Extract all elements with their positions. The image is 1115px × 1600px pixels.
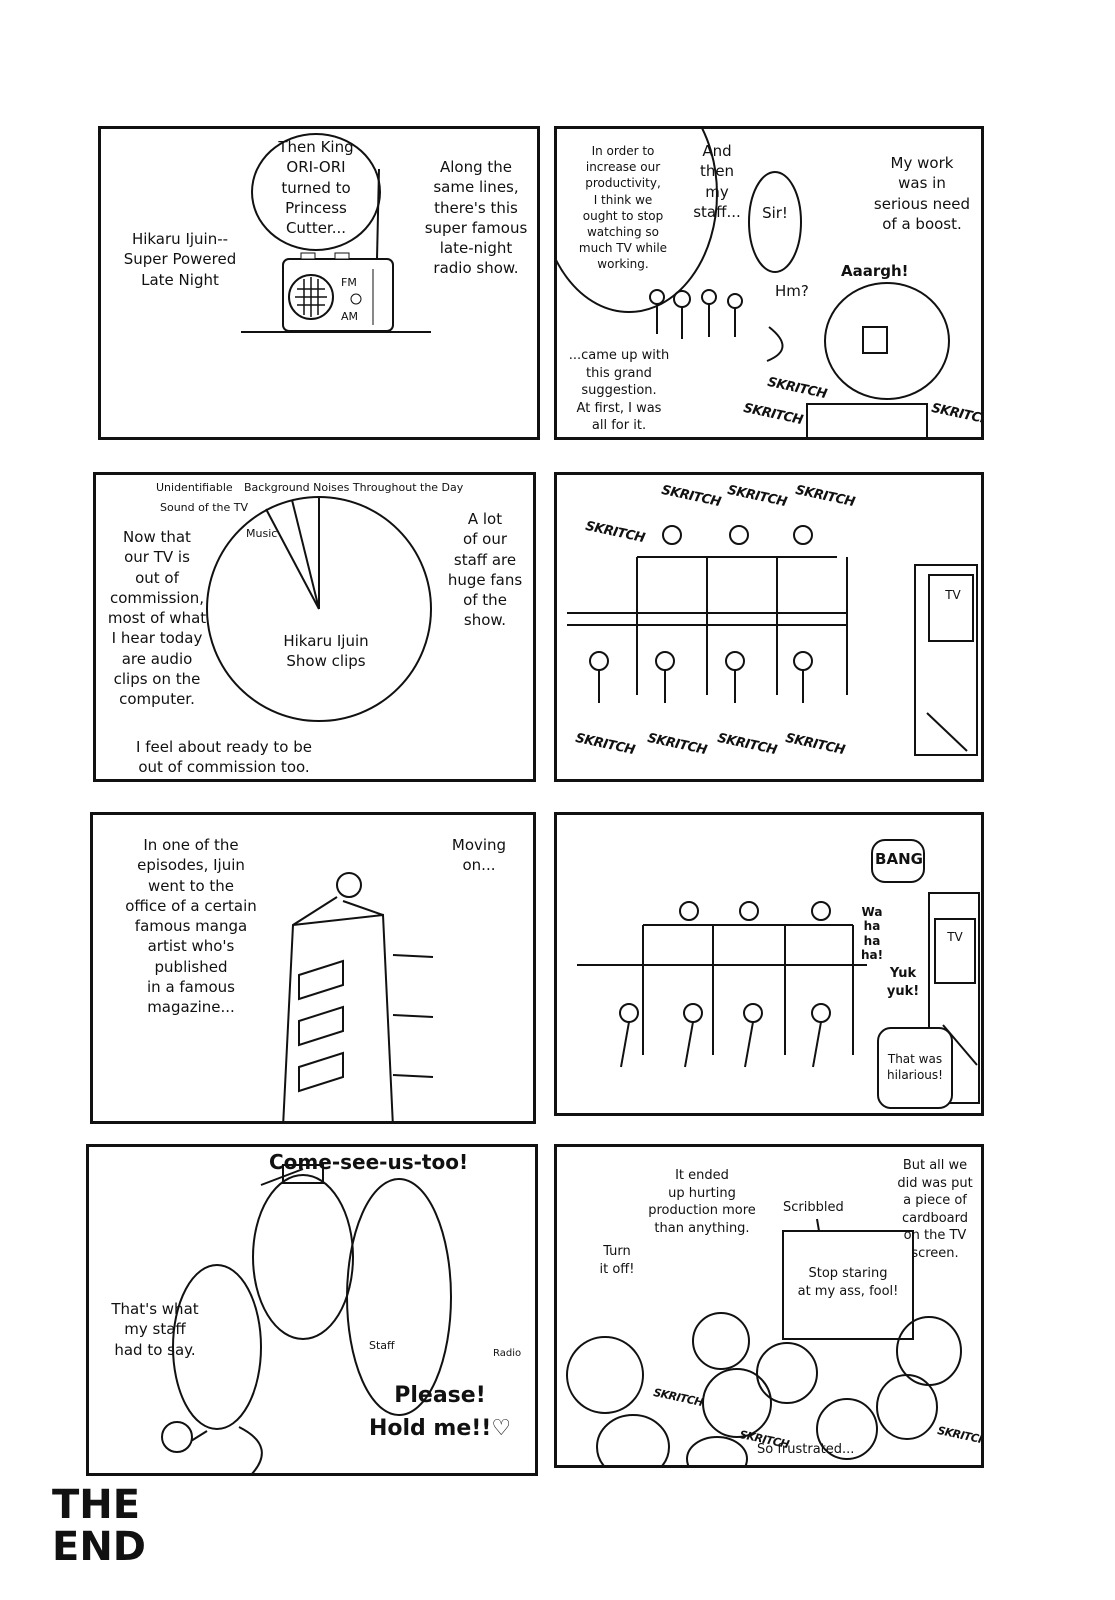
caption-mid: It ended up hurting production more than… <box>648 1168 756 1236</box>
bottom-caption: I feel about ready to be out of commissi… <box>136 738 312 777</box>
right-caption: Moving on... <box>451 836 507 875</box>
panel-laughing-staff: BANG TV Wa ha ha ha! Yuk yuk! That was h… <box>554 812 984 1116</box>
come-see-us-title: Come-see-us-too! <box>269 1150 469 1174</box>
pie-label-tv: Sound of the TV <box>160 501 249 514</box>
yukyuk-sfx: Yuk yuk! <box>886 966 920 999</box>
staff-tag: Staff <box>369 1339 395 1352</box>
top-right-caption: My work was in serious need of a boost. <box>873 154 971 233</box>
frustrated-staff-illustration <box>566 1218 962 1465</box>
sir-speech: Sir! <box>762 204 788 222</box>
right-caption: Along the same lines, there's this super… <box>424 158 528 278</box>
the-end: THE END <box>52 1482 147 1570</box>
left-caption: In one of the episodes, Ijuin went to th… <box>125 836 257 1016</box>
office-scene-illustration <box>557 129 950 437</box>
radio-am-label: AM <box>341 310 359 323</box>
panel-staff-suggestion: In order to increase our productivity, I… <box>554 126 984 440</box>
aaargh-speech: Aaargh! <box>841 262 909 280</box>
radio-tag: Radio <box>493 1348 522 1359</box>
tv-label: TV <box>947 930 963 944</box>
staff-laughing-trio-illustration <box>161 1164 452 1473</box>
and-then-caption: And then my staff... <box>693 142 741 221</box>
staff-laughing-illustration <box>577 892 980 1104</box>
bang-sfx: BANG <box>875 850 923 868</box>
hilarious-bubble <box>877 1027 953 1109</box>
panel-pie-chart: Unidentifiable Background Noises Through… <box>93 472 536 782</box>
left-caption: Now that our TV is out of commission, mo… <box>107 528 207 708</box>
left-caption: Hikaru Ijuin-- Super Powered Late Night <box>123 230 237 289</box>
audio-pie-chart <box>206 496 432 722</box>
panel-radio-show: FM AM Then King ORI-ORI turned to Prince… <box>98 126 540 440</box>
caption-right: But all we did was put a piece of cardbo… <box>897 1158 973 1261</box>
hilarious-speech: That was hilarious! <box>887 1052 943 1083</box>
pie-label-main: Hikaru Ijuin Show clips <box>283 632 369 671</box>
pie-label-unidentifiable: Unidentifiable <box>156 481 233 494</box>
pie-label-background: Background Noises Throughout the Day <box>244 481 464 494</box>
frustrated-caption: So frustrated... <box>757 1442 855 1457</box>
building-illustration <box>282 872 434 1121</box>
please-hold-me: Please! Hold me!!♡ <box>368 1383 512 1441</box>
pie-label-music: Music <box>246 527 278 540</box>
bang-bubble <box>871 839 925 883</box>
panel-working-staff: TV SKRITCH SKRITCH SKRITCH SKRITCH SKRIT… <box>554 472 984 782</box>
panel-cardboard-tv: It ended up hurting production more than… <box>554 1144 984 1468</box>
cardboard-text: Stop staring at my ass, fool! <box>797 1266 899 1299</box>
wahaha-sfx: Wa ha ha ha! <box>860 905 884 963</box>
left-caption: That's what my staff had to say. <box>111 1300 199 1359</box>
panel-come-see-us: Come-see-us-too! That's what my staff ha… <box>86 1144 538 1476</box>
radio-fm-label: FM <box>341 276 357 289</box>
bottom-caption: ...came up with this grand suggestion. A… <box>568 348 670 434</box>
speech-bubble <box>251 133 381 251</box>
scribbled-label: Scribbled <box>783 1200 844 1215</box>
turn-off-speech: Turn it off! <box>599 1244 635 1277</box>
speech-bubble-text: Then King ORI-ORI turned to Princess Cut… <box>278 138 354 237</box>
staff-desks-illustration <box>567 525 978 756</box>
speech-bubble-left-text: In order to increase our productivity, I… <box>578 144 668 272</box>
right-caption: A lot of our staff are huge fans of the … <box>447 510 523 630</box>
tv-label: TV <box>945 588 961 602</box>
radio-illustration <box>241 168 431 333</box>
panel-manga-office: In one of the episodes, Ijuin went to th… <box>90 812 536 1124</box>
hm-speech: Hm? <box>775 282 809 300</box>
